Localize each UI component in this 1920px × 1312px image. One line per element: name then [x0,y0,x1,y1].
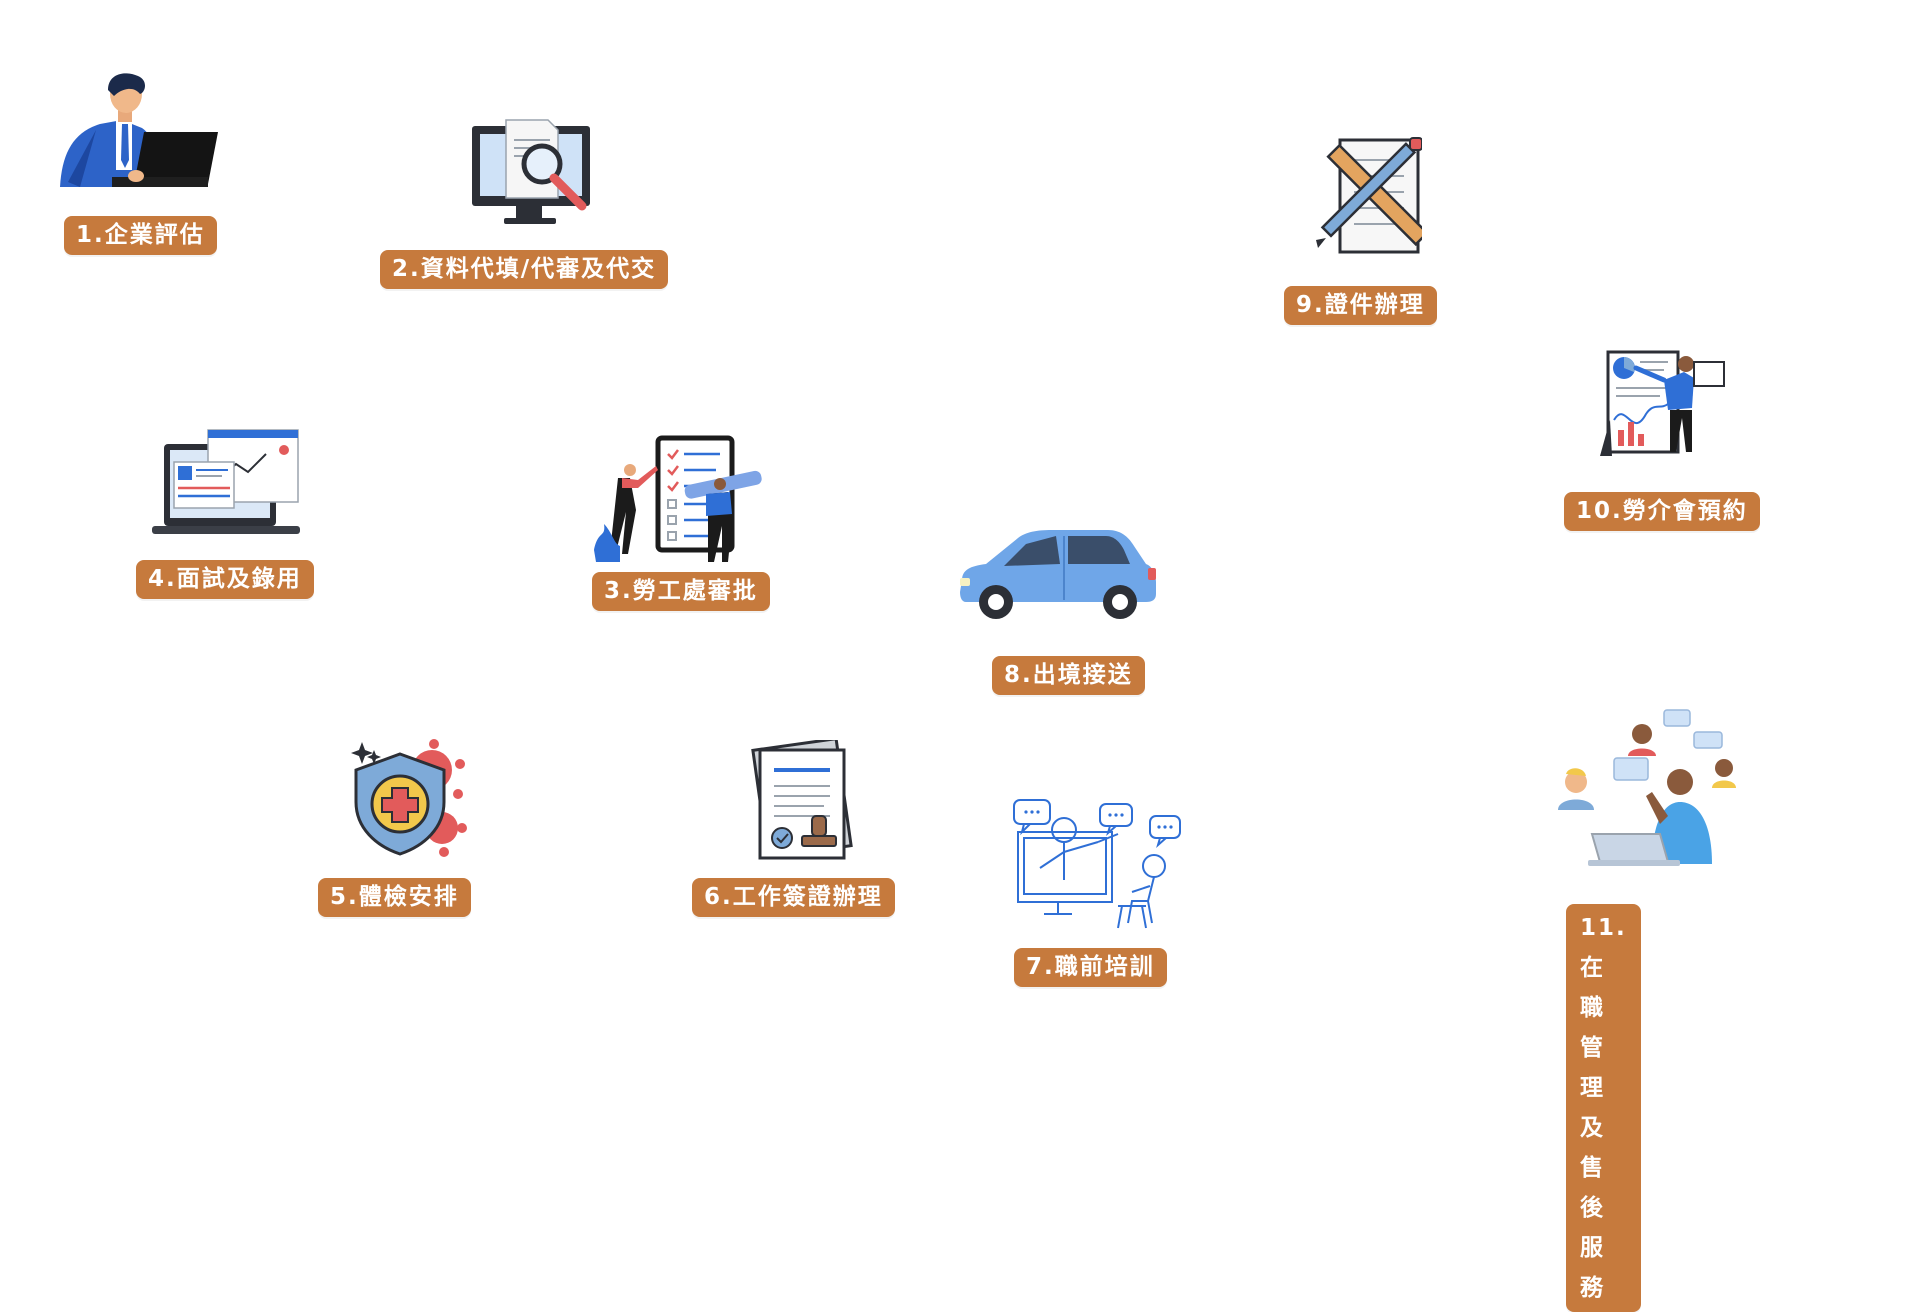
step-label-line: 11.在職管理 [1580,915,1627,1101]
ruler-pencil-document-icon [1316,137,1422,254]
step-label: 6.工作簽證辦理 [692,878,895,917]
step-label-line: 及售後服務 [1580,1115,1605,1301]
step-label: 10.勞介會預約 [1564,492,1760,531]
laptop-browser-profile-icon [152,429,300,534]
car-icon [960,530,1156,619]
step-label: 11.在職管理 及售後服務 [1566,904,1641,1312]
step-label: 5.體檢安排 [318,878,471,917]
step-label: 1.企業評估 [64,216,217,255]
step-label: 4.面試及錄用 [136,560,314,599]
certificate-stamp-icon [751,740,853,860]
step-label: 8.出境接送 [992,656,1145,695]
checklist-people-icon [594,435,762,562]
training-teacher-student-icon [1013,799,1181,929]
businessman-laptop-icon [60,73,218,187]
shield-virus-icon [351,739,467,857]
step-label: 9.證件辦理 [1284,286,1437,325]
monitor-document-magnifier-icon [472,119,590,224]
presentation-board-icon [1600,350,1725,456]
customer-service-chat-icon [1558,709,1736,866]
step-label: 7.職前培訓 [1014,948,1167,987]
step-label: 2.資料代填/代審及代交 [380,250,669,289]
step-label: 3.勞工處審批 [592,572,770,611]
